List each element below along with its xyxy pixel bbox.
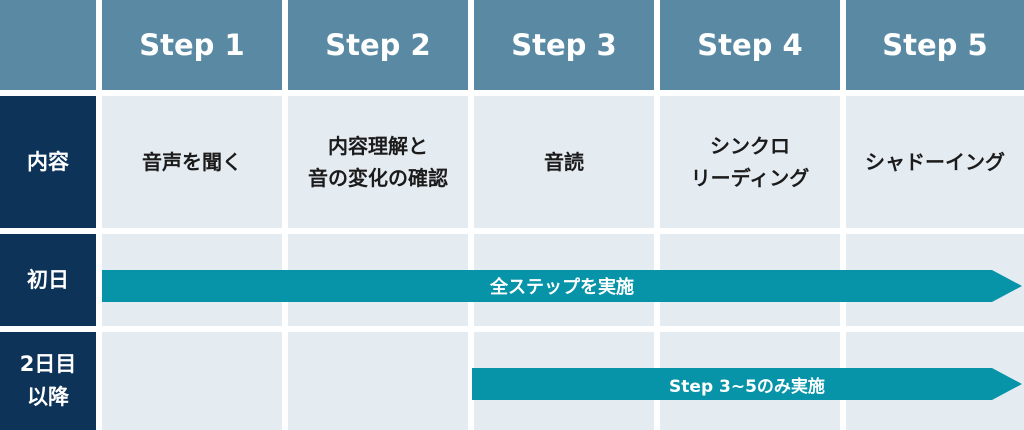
- row-label-content: 内容: [0, 96, 96, 228]
- day2-step-1: [102, 332, 282, 430]
- content-step-3: 音読: [474, 96, 654, 228]
- corner-cell: [0, 0, 96, 90]
- day2-steps-3-5-arrow: Step 3~5のみ実施: [472, 368, 1022, 400]
- day2-arrow-label: Step 3~5のみ実施: [669, 376, 825, 397]
- content-step-1: 音声を聞く: [102, 96, 282, 228]
- content-step-5: シャドーイング: [846, 96, 1024, 228]
- day2-step-2: [288, 332, 468, 430]
- content-step-2: 内容理解と 音の変化の確認: [288, 96, 468, 228]
- content-step-4: シンクロ リーディング: [660, 96, 840, 228]
- step-3-header: Step 3: [474, 0, 654, 90]
- step-2-header: Step 2: [288, 0, 468, 90]
- row-label-day1: 初日: [0, 234, 96, 326]
- day1-all-steps-arrow: 全ステップを実施: [102, 270, 1022, 302]
- step-5-header: Step 5: [846, 0, 1024, 90]
- step-4-header: Step 4: [660, 0, 840, 90]
- row-label-day2-onward: 2日目 以降: [0, 332, 96, 430]
- step-1-header: Step 1: [102, 0, 282, 90]
- day1-arrow-label: 全ステップを実施: [490, 277, 634, 298]
